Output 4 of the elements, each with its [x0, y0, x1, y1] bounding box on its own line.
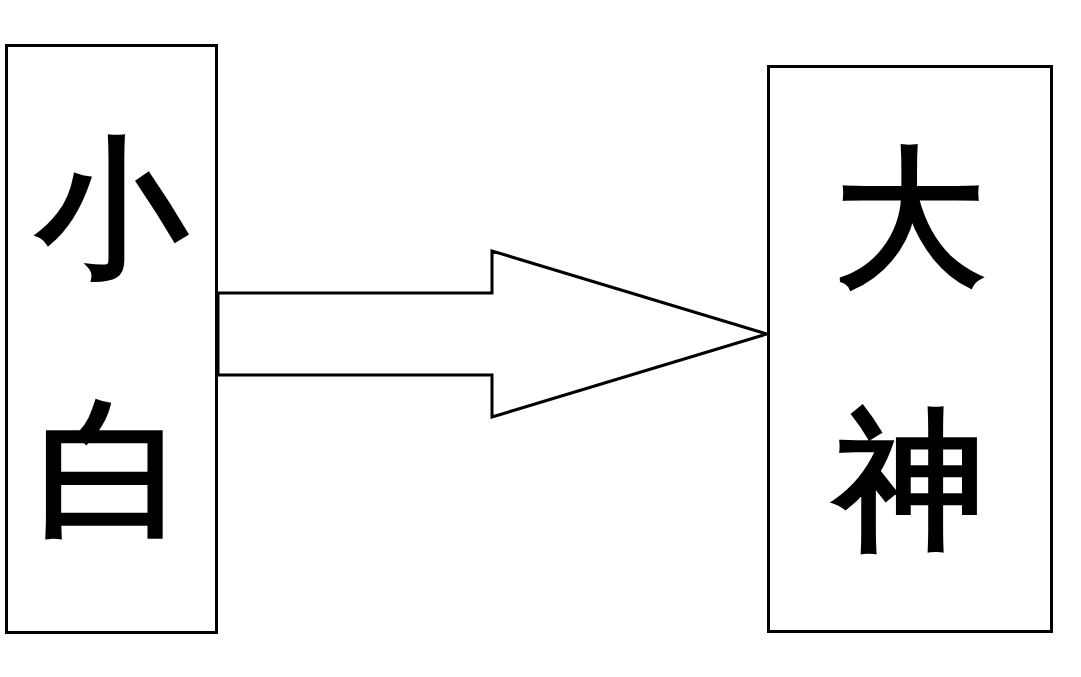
- process-box: [5, 44, 218, 634]
- box-label: 小白: [33, 119, 190, 559]
- process-box: [767, 65, 1053, 633]
- box-label: 大神: [823, 86, 997, 612]
